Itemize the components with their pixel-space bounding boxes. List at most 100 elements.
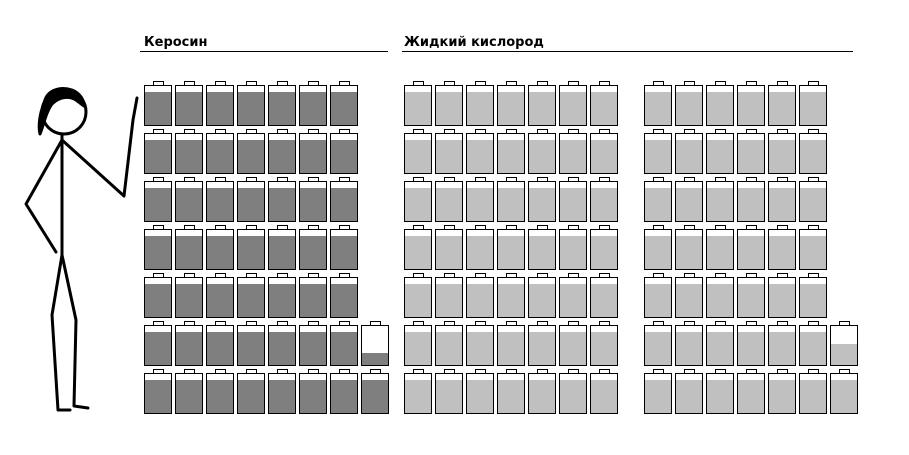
battery-fill xyxy=(300,139,326,173)
battery xyxy=(299,321,327,366)
battery-body xyxy=(799,373,827,414)
battery xyxy=(144,273,172,318)
battery-body xyxy=(799,325,827,366)
battery-body xyxy=(528,133,556,174)
battery xyxy=(330,129,358,174)
battery-fill xyxy=(331,331,357,365)
battery-body xyxy=(675,325,703,366)
battery-body xyxy=(466,229,494,270)
battery-fill xyxy=(591,235,617,269)
battery-fill xyxy=(436,283,462,317)
battery-fill xyxy=(738,187,764,221)
battery-body xyxy=(675,277,703,318)
battery-body xyxy=(768,373,796,414)
battery-body xyxy=(237,229,265,270)
battery-cap xyxy=(308,225,319,230)
battery-cap xyxy=(599,273,610,278)
battery-cap xyxy=(444,369,455,374)
battery-body xyxy=(404,325,432,366)
battery-body xyxy=(675,373,703,414)
battery-cap xyxy=(413,129,424,134)
battery-body xyxy=(299,229,327,270)
battery xyxy=(590,177,618,222)
battery xyxy=(675,273,703,318)
battery-body xyxy=(768,133,796,174)
battery-cap xyxy=(599,129,610,134)
battery-body xyxy=(497,229,525,270)
battery-fill xyxy=(831,343,857,365)
battery-cap xyxy=(537,225,548,230)
battery xyxy=(675,177,703,222)
battery-cap xyxy=(599,321,610,326)
battery-fill xyxy=(738,235,764,269)
battery-fill xyxy=(436,379,462,413)
battery-fill xyxy=(769,379,795,413)
battery-cap xyxy=(746,273,757,278)
battery xyxy=(675,129,703,174)
battery-fill xyxy=(769,187,795,221)
battery-cap xyxy=(568,81,579,86)
battery-cap xyxy=(308,273,319,278)
battery-cap xyxy=(370,369,381,374)
battery-fill xyxy=(238,379,264,413)
battery xyxy=(206,369,234,414)
battery-fill xyxy=(145,235,171,269)
battery xyxy=(644,273,672,318)
battery-cap xyxy=(599,225,610,230)
battery-cap xyxy=(746,129,757,134)
battery-fill xyxy=(560,139,586,173)
battery-fill xyxy=(300,187,326,221)
battery-fill xyxy=(331,187,357,221)
battery xyxy=(330,225,358,270)
battery-fill xyxy=(207,139,233,173)
battery-body xyxy=(330,325,358,366)
battery-fill xyxy=(176,283,202,317)
battery-body xyxy=(590,373,618,414)
battery-fill xyxy=(405,187,431,221)
battery-body xyxy=(706,181,734,222)
battery xyxy=(268,369,296,414)
battery-cap xyxy=(537,129,548,134)
battery-fill xyxy=(405,91,431,125)
battery-fill xyxy=(676,379,702,413)
battery-fill xyxy=(207,91,233,125)
battery xyxy=(144,129,172,174)
battery xyxy=(206,129,234,174)
battery xyxy=(268,273,296,318)
battery xyxy=(768,321,796,366)
battery-fill xyxy=(738,91,764,125)
battery-body xyxy=(466,325,494,366)
battery-fill xyxy=(529,235,555,269)
battery-cap xyxy=(413,273,424,278)
battery-body xyxy=(768,85,796,126)
battery-cap xyxy=(153,369,164,374)
battery xyxy=(706,225,734,270)
battery-body xyxy=(206,229,234,270)
battery xyxy=(590,321,618,366)
battery-cap xyxy=(339,225,350,230)
battery-cap xyxy=(808,273,819,278)
battery-fill xyxy=(676,283,702,317)
battery-cap xyxy=(277,225,288,230)
battery-fill xyxy=(800,235,826,269)
battery-cap xyxy=(599,369,610,374)
battery xyxy=(559,225,587,270)
battery-body xyxy=(144,181,172,222)
battery-body xyxy=(497,325,525,366)
battery-fill xyxy=(405,235,431,269)
battery-cap xyxy=(839,369,850,374)
battery-cap xyxy=(246,369,257,374)
battery-body xyxy=(144,133,172,174)
battery xyxy=(466,225,494,270)
battery-body xyxy=(528,277,556,318)
battery xyxy=(144,321,172,366)
battery xyxy=(206,177,234,222)
battery-body xyxy=(268,325,296,366)
battery-cap xyxy=(537,273,548,278)
battery xyxy=(144,369,172,414)
battery-body xyxy=(590,277,618,318)
battery-body xyxy=(404,373,432,414)
battery-body xyxy=(435,325,463,366)
battery-cap xyxy=(653,129,664,134)
